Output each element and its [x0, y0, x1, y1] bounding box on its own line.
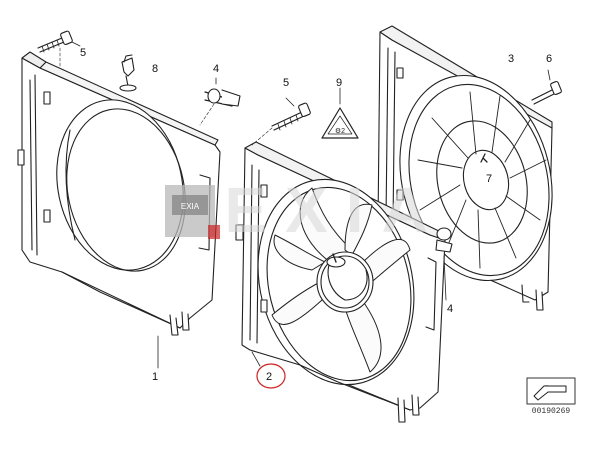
screw-part-5-left	[37, 30, 81, 67]
screw-part-5-middle	[251, 97, 311, 146]
label-part-8: 8	[152, 63, 158, 75]
svg-text:⚙2: ⚙2	[335, 127, 345, 135]
clip-part-8	[119, 54, 137, 92]
fan-shroud-part-1	[17, 51, 221, 369]
warning-sticker-part-9: ⚙2	[321, 87, 359, 139]
label-part-1: 1	[152, 371, 158, 383]
reference-arrow-box: 00190269	[526, 377, 576, 416]
fan-assembly-part-2	[235, 141, 446, 423]
watermark-badge-text: EXIA	[181, 202, 200, 211]
label-part-6: 6	[546, 53, 552, 65]
part-labels: 5 8 4 5 9 3 6 7 4 1 2	[80, 47, 552, 383]
label-part-2: 2	[266, 371, 272, 383]
label-part-4-top: 4	[213, 63, 219, 75]
highlight-circle-part-2	[256, 363, 286, 389]
pin-part-4-bottom	[435, 227, 453, 301]
screw-part-6	[531, 69, 562, 105]
label-part-5-left: 5	[80, 47, 86, 59]
watermark-text: EXIA	[224, 174, 445, 246]
pin-part-4-top	[199, 77, 241, 126]
watermark: EXIA EXIA	[165, 174, 445, 246]
label-part-5-middle: 5	[283, 77, 289, 89]
label-part-7: 7	[486, 173, 492, 185]
label-part-9: 9	[336, 77, 342, 89]
label-part-4-bottom: 4	[447, 303, 453, 315]
reference-code: 00190269	[532, 407, 571, 416]
label-part-3: 3	[508, 53, 514, 65]
